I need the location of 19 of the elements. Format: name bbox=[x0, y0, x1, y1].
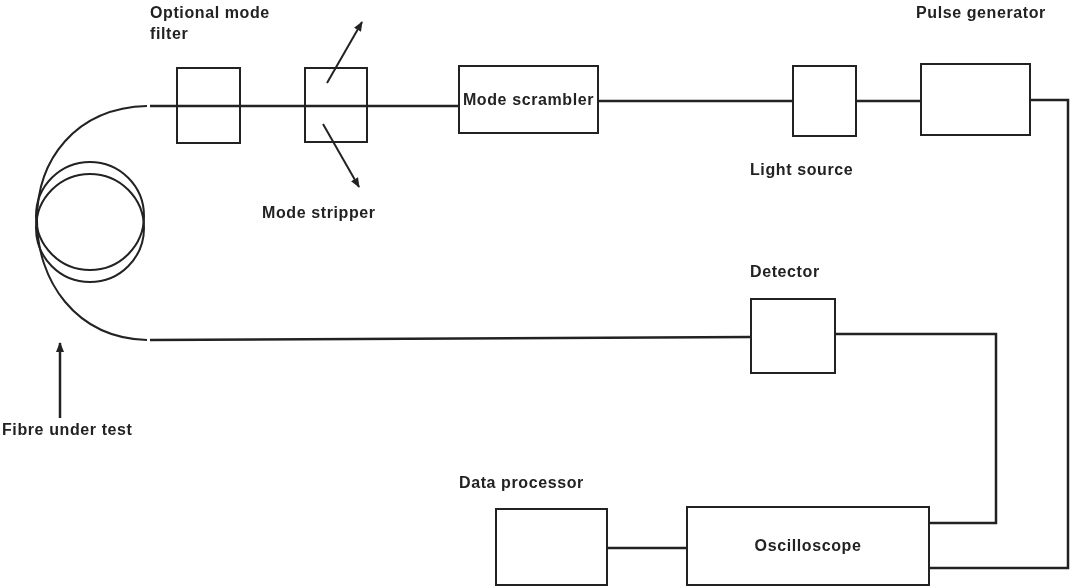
connector-line bbox=[241, 104, 304, 108]
connector-line bbox=[599, 99, 792, 103]
component-label: Light source bbox=[750, 160, 854, 180]
caption-text: Fibre under test bbox=[2, 420, 134, 440]
component-label: Optional mode filter bbox=[150, 3, 271, 44]
connector-line bbox=[608, 546, 686, 550]
component-label: Data processor bbox=[459, 473, 584, 493]
component-label: Detector bbox=[750, 262, 820, 282]
component-box: Oscilloscope bbox=[686, 506, 930, 586]
arrow bbox=[56, 342, 64, 418]
connector-line bbox=[150, 335, 750, 342]
connector-line bbox=[368, 104, 458, 108]
component-label: Mode stripper bbox=[262, 203, 376, 223]
connector-line bbox=[150, 104, 176, 108]
component-label: Pulse generator bbox=[916, 3, 1046, 23]
connector-line bbox=[930, 98, 1070, 570]
component-box: Mode scrambler bbox=[458, 65, 599, 134]
connector-line bbox=[836, 332, 998, 525]
connector-line bbox=[857, 99, 920, 103]
